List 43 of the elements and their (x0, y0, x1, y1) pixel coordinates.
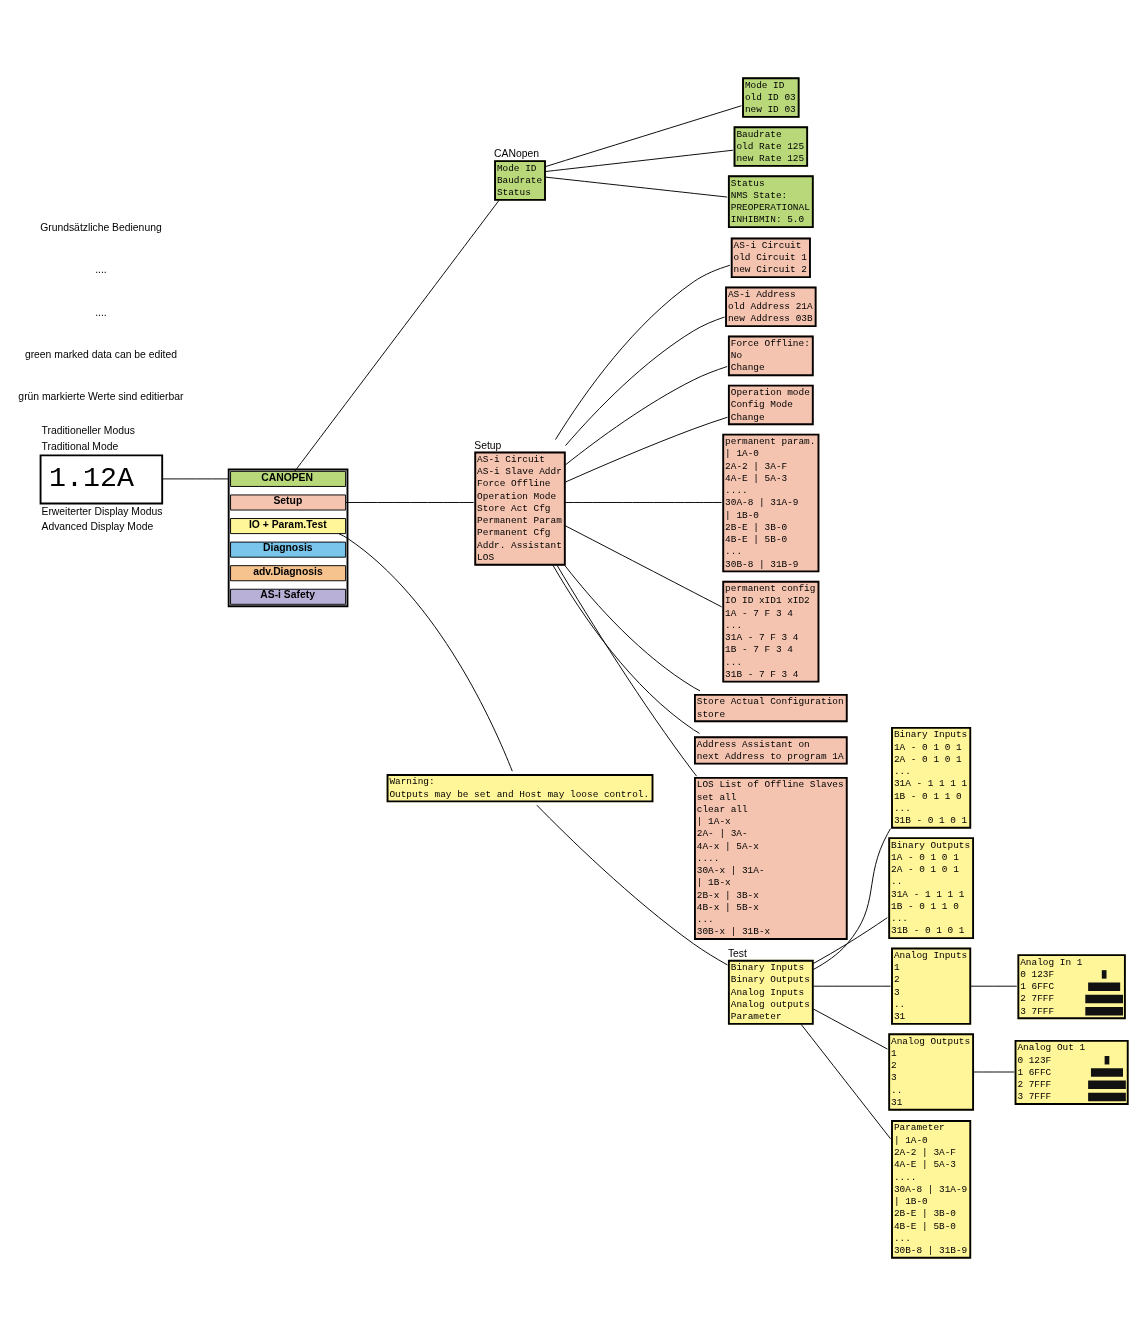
node-label: Erweiterter Display Modus (41, 505, 163, 517)
node-box: Setup (230, 493, 347, 510)
node-box: adv.Diagnosis (230, 564, 347, 581)
connector (536, 804, 728, 965)
node-label: Test (727, 947, 747, 959)
node-box: CANOPEN (230, 470, 347, 487)
node-label: Traditional Mode (41, 440, 119, 451)
connector (545, 176, 728, 198)
connector (800, 1023, 892, 1139)
node-label: CANopen (494, 147, 540, 159)
connector (294, 199, 500, 472)
node-box: IO + Param.Test (230, 517, 347, 534)
connector (564, 501, 723, 503)
connector (812, 985, 891, 987)
connector (812, 1008, 888, 1050)
label: green marked data can be edited (24, 348, 177, 360)
connector (564, 365, 728, 465)
connector (555, 264, 731, 440)
connector (338, 532, 513, 772)
node-label: Advanced Display Mode (41, 520, 154, 532)
connector (564, 524, 723, 607)
connector (565, 316, 725, 446)
connector (973, 1071, 1015, 1072)
connector (812, 916, 888, 964)
label: .... (95, 306, 107, 318)
node-box: Diagnosis (230, 541, 347, 558)
node-box: AS-i Safety (230, 588, 347, 605)
label: Grundsätzliche Bedienung (40, 221, 162, 233)
connector (545, 104, 742, 167)
connector (970, 985, 1018, 987)
node-box: 1.12A (39, 453, 164, 504)
label: grün markierte Werte sind editierbar (18, 390, 184, 402)
connector (552, 564, 700, 734)
connector (565, 416, 728, 482)
connector (564, 564, 701, 691)
connector (812, 827, 891, 970)
connector (345, 501, 475, 503)
connector (556, 564, 698, 777)
node-label: Traditioneller Modus (41, 424, 135, 436)
label: .... (95, 263, 107, 275)
connector (162, 477, 230, 479)
node-label: Setup (474, 439, 502, 451)
connector (545, 149, 734, 172)
